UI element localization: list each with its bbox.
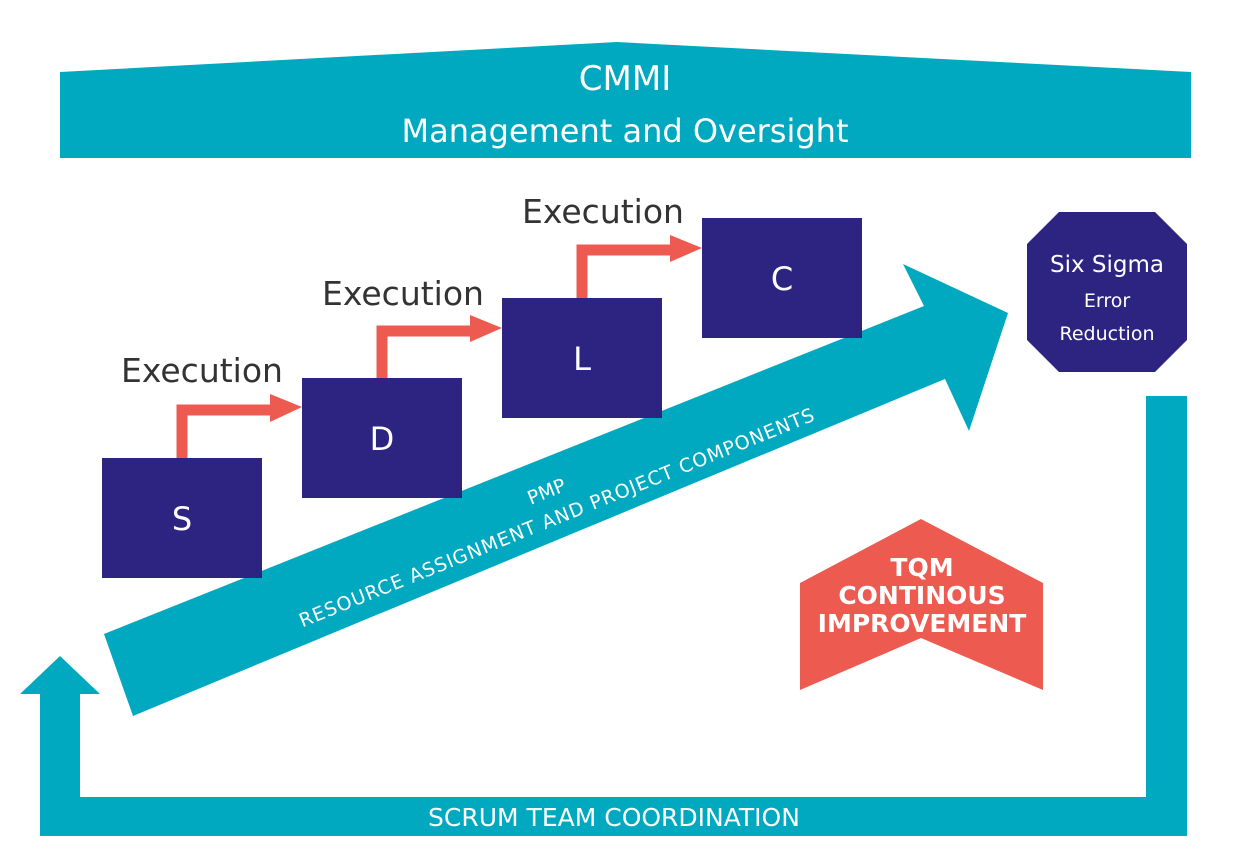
execution-connectors [176,235,702,459]
execution-label: Execution [322,274,484,313]
execution-label: Execution [121,351,283,390]
scrum-loop: SCRUM TEAM COORDINATION [20,396,1187,836]
scrum-bottom-bar [40,797,1187,836]
step-box-c: C [702,218,862,338]
connector-arrowhead [470,315,502,342]
step-label: S [172,500,192,538]
scrum-left-bar [40,694,80,836]
connector-s-d [176,394,302,459]
tqm-line1: TQM [890,553,953,582]
cmmi-banner: CMMI Management and Oversight [60,42,1191,158]
connector-d-l [376,315,502,379]
scrum-label: SCRUM TEAM COORDINATION [428,803,800,832]
step-label: L [573,340,591,378]
step-box-d: D [302,378,462,498]
tqm-chevron: TQM CONTINOUS IMPROVEMENT [800,519,1043,690]
tqm-line2: CONTINOUS [838,581,1005,610]
scrum-right-bar [1146,396,1187,836]
cmmi-title: CMMI [579,59,671,99]
step-label: C [771,260,793,298]
step-box-l: L [502,298,662,418]
tqm-line3: IMPROVEMENT [818,609,1027,638]
step-label: D [370,420,395,458]
execution-label: Execution [522,192,684,231]
tqm-chevron-shape [800,519,1043,690]
scrum-up-arrowhead [20,656,100,694]
step-box-s: S [102,458,262,578]
six-sigma-line2: Error [1084,290,1131,312]
six-sigma-octagon: Six Sigma Error Reduction [1027,212,1187,372]
six-sigma-line3: Reduction [1060,323,1155,345]
connector-arrowhead [670,235,702,262]
connector-l-c [576,235,702,299]
six-sigma-title: Six Sigma [1050,252,1164,278]
pmp-arrow-shape [104,264,1008,716]
octagon-shape [1027,212,1187,372]
connector-arrowhead [270,394,302,422]
cmmi-banner-shape [60,42,1191,158]
cmmi-subtitle: Management and Oversight [401,112,848,150]
